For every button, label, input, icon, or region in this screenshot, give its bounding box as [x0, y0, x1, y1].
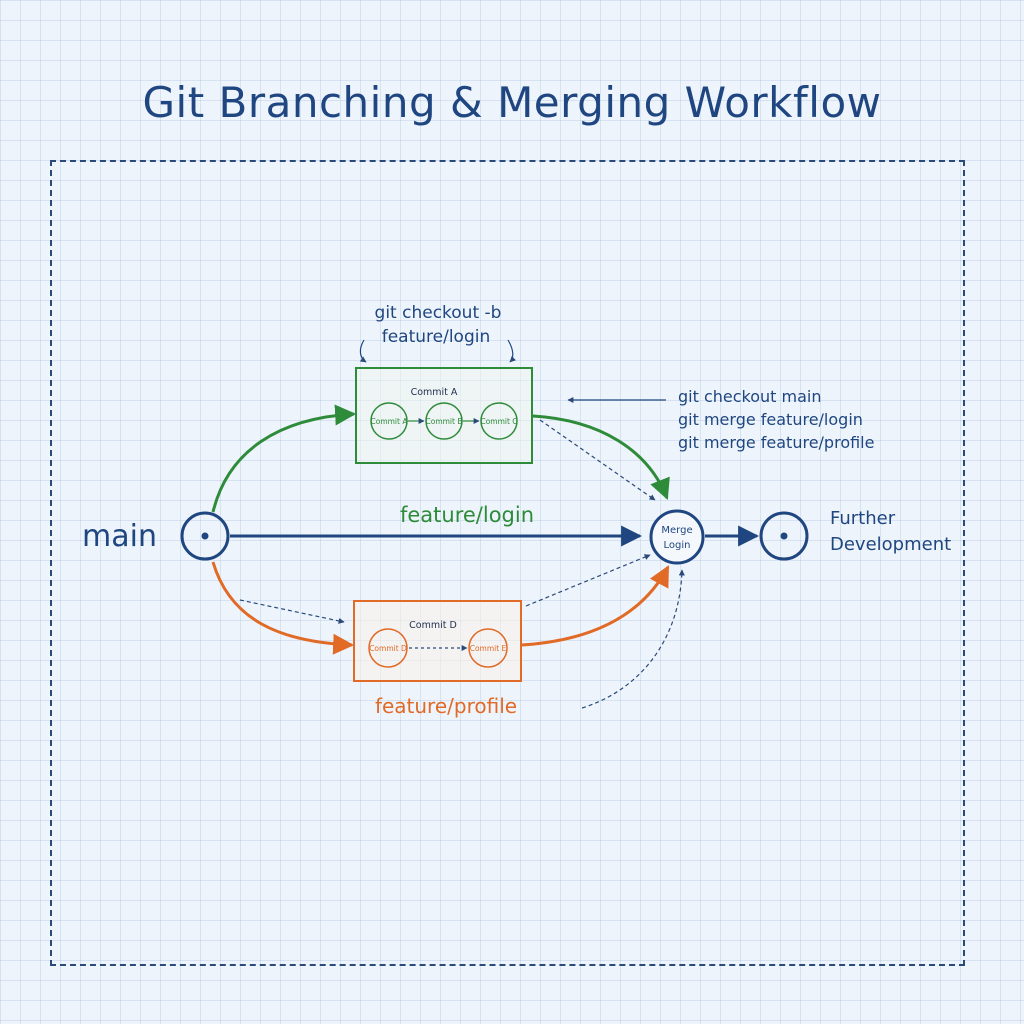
commit-b-label: Commit B — [426, 417, 463, 426]
main-start-node — [180, 511, 230, 561]
merge-command-line3: git merge feature/profile — [678, 433, 874, 452]
branch-command-line2: feature/login — [382, 327, 491, 347]
commit-a-node — [370, 402, 408, 440]
login-box-title: Commit A — [411, 387, 458, 398]
merge-node-line2: Login — [664, 540, 691, 551]
profile-dashed-branch-arrow — [239, 599, 345, 624]
profile-dashed-merge-arrow — [525, 554, 651, 607]
diagram-frame — [50, 160, 965, 966]
merge-node: Merge Login — [649, 509, 705, 565]
merge-node-line1: Merge — [661, 525, 692, 536]
further-label-line2: Development — [830, 534, 951, 555]
feature-profile-box: Commit D Commit D Commit E — [353, 600, 522, 682]
commit-c-node — [480, 402, 518, 440]
profile-branch-arrow — [211, 561, 355, 655]
further-development-node — [759, 511, 809, 561]
commit-e-node — [468, 628, 508, 668]
login-merge-arrow — [532, 414, 670, 500]
login-branch-arrow — [211, 404, 357, 513]
profile-merge-arrow — [521, 565, 670, 647]
bottom-dashed-arrow — [581, 569, 685, 709]
feature-login-label: feature/login — [400, 503, 534, 527]
merge-command-line2: git merge feature/login — [678, 410, 863, 429]
main-branch-label: main — [82, 519, 157, 554]
diagram-title: Git Branching & Merging Workflow — [142, 78, 882, 127]
merge-command-line1: git checkout main — [678, 387, 822, 406]
commit-b-node — [425, 402, 463, 440]
commit-a-label: Commit A — [371, 417, 409, 426]
feature-login-box: Commit A Commit A Commit B Commit C — [355, 367, 533, 464]
commit-e-label: Commit E — [470, 644, 507, 653]
commit-c-label: Commit C — [480, 417, 517, 426]
commit-d-label: Commit D — [369, 644, 407, 653]
commit-d-node — [368, 628, 408, 668]
profile-box-title: Commit D — [409, 620, 457, 631]
branch-command-right-arrow — [507, 339, 516, 363]
feature-profile-label: feature/profile — [375, 694, 517, 718]
branch-command-left-arrow — [359, 339, 367, 363]
login-dashed-arrow — [539, 419, 656, 501]
further-label-line1: Further — [830, 508, 896, 529]
branch-command-line1: git checkout -b — [375, 303, 502, 323]
